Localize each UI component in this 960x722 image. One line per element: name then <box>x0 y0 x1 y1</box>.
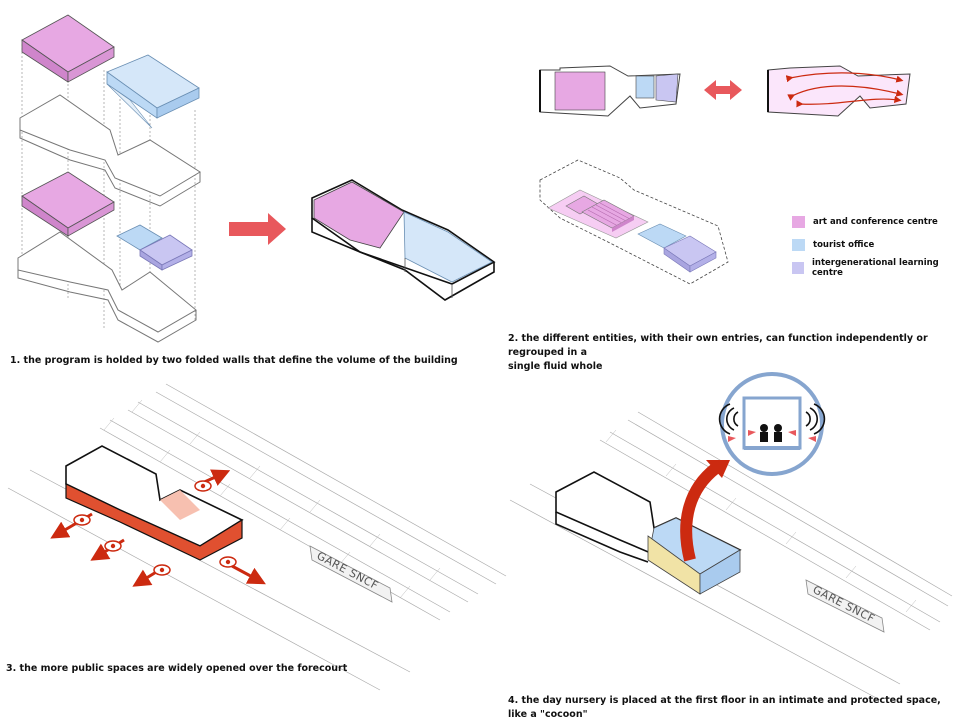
panel-4-site: GARE SNCF <box>509 372 953 701</box>
entities-axonometric <box>539 159 729 285</box>
double-arrow <box>704 80 742 100</box>
caption-2: 2. the different entities, with their ow… <box>508 332 960 374</box>
legend-item-art-centre: art and conference centre <box>792 214 960 230</box>
station-sign-3: GARE SNCF <box>309 545 393 603</box>
panel-2-plan-fluid <box>767 65 911 117</box>
assembled-building <box>311 179 496 301</box>
eye-icons <box>73 480 237 576</box>
legend-label: tourist office <box>813 240 875 250</box>
legend-item-learning-centre: intergenerational learning centre <box>792 258 960 278</box>
panel-1-exploded-axonometric <box>17 14 201 343</box>
panel-3-site: GARE SNCF <box>7 383 507 691</box>
folded-wall-upper <box>19 94 201 207</box>
folded-wall-lower <box>17 231 197 343</box>
caption-2-line-2: single fluid whole <box>508 361 603 372</box>
station-sign-text-3: GARE SNCF <box>315 549 381 592</box>
legend-swatch <box>792 239 805 251</box>
legend: art and conference centre tourist office… <box>792 214 960 283</box>
legend-swatch <box>792 216 805 228</box>
transition-arrow <box>229 213 286 245</box>
nursery-cocoon-icon <box>718 372 826 476</box>
panel-2-plan-separated <box>539 65 681 117</box>
legend-item-tourist-office: tourist office <box>792 237 960 253</box>
legend-label: art and conference centre <box>813 217 938 227</box>
tourist-and-learning-volumes <box>116 224 193 271</box>
station-sign-text-4: GARE SNCF <box>811 583 877 625</box>
caption-2-line-1: 2. the different entities, with their ow… <box>508 333 928 358</box>
tourist-office-volume-top <box>106 54 200 129</box>
caption-1: 1. the program is holded by two folded w… <box>10 355 458 366</box>
art-centre-volume-ground <box>21 171 115 237</box>
station-sign-4: GARE SNCF <box>805 579 885 633</box>
legend-swatch <box>792 262 804 274</box>
legend-label: intergenerational learning centre <box>811 258 939 278</box>
caption-4: 4. the day nursery is placed at the firs… <box>508 695 941 720</box>
art-centre-volume-top <box>21 14 115 83</box>
caption-3: 3. the more public spaces are widely ope… <box>6 663 348 674</box>
